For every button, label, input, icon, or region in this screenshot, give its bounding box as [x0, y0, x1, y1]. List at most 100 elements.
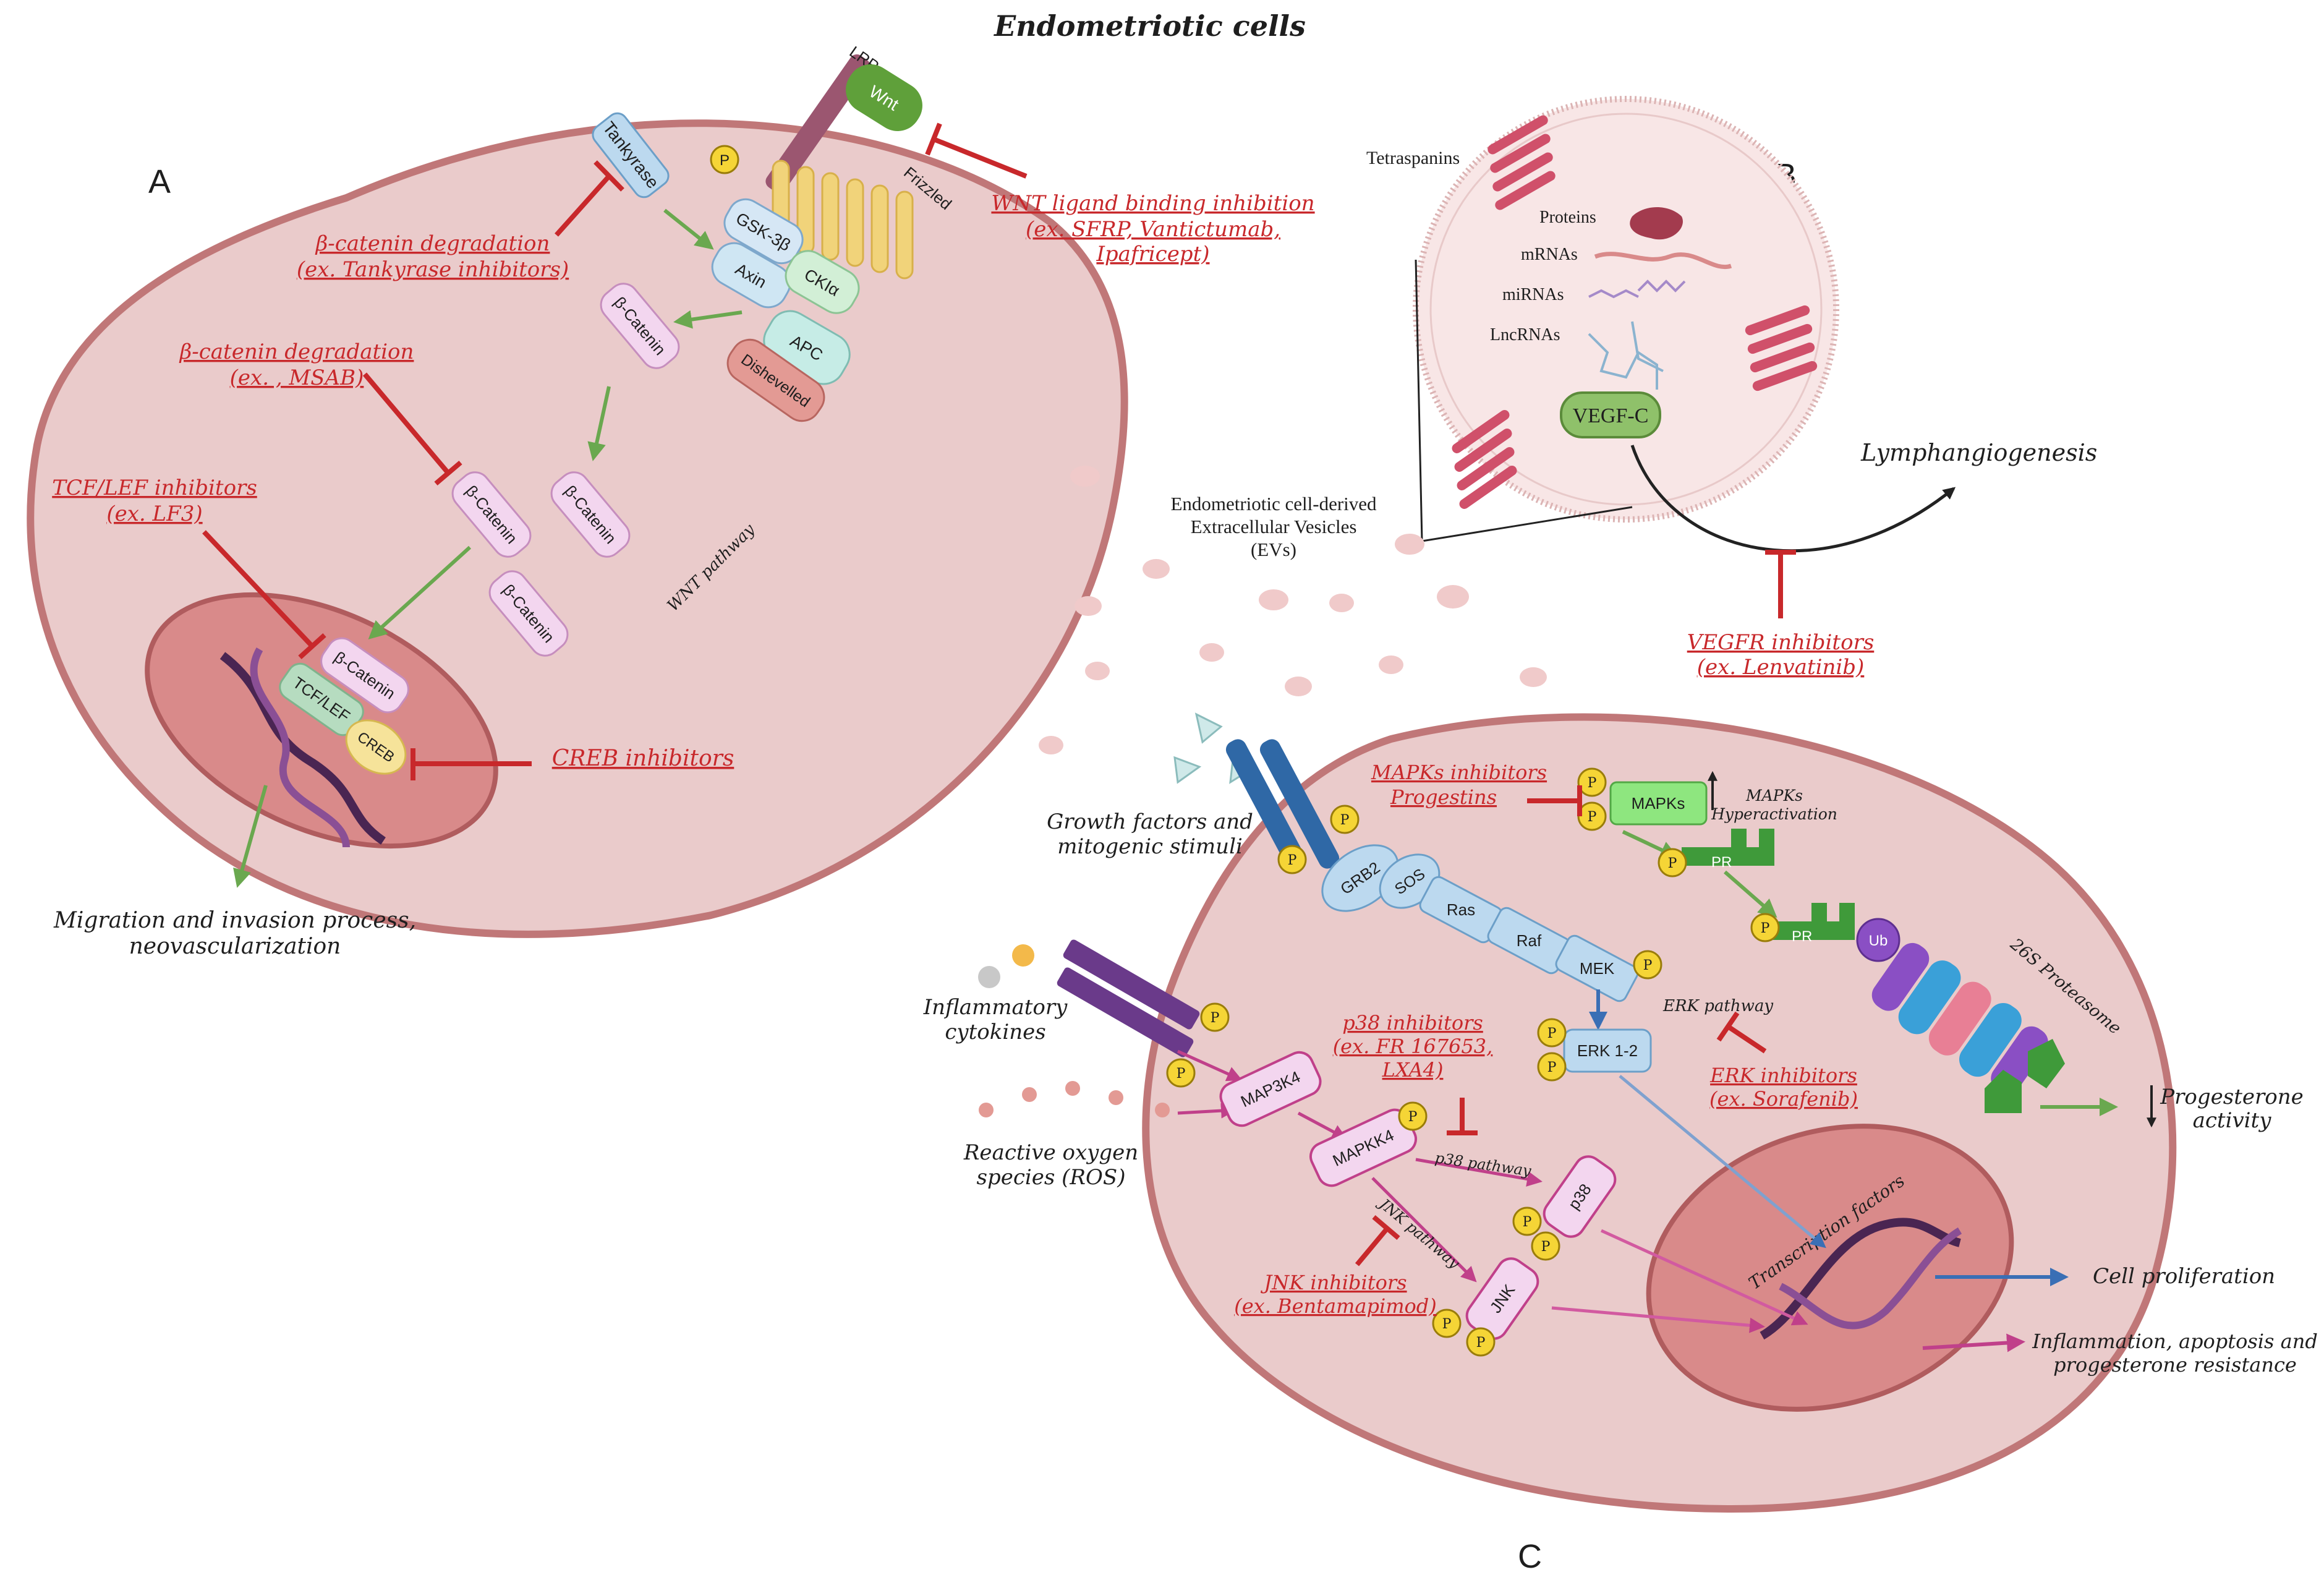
ubiquitin [1856, 918, 1900, 962]
svg-text:P: P [1668, 856, 1677, 871]
arrow-nucleus-to-outcome [233, 785, 268, 888]
beta-catenin-2 [550, 471, 631, 558]
creb-protein [345, 719, 407, 775]
erk-pathway-label: ERK pathway [1662, 997, 1773, 1015]
inhibitor-tcf-lef: TCF/LEF inhibitors (ex. LF3) [52, 476, 326, 659]
wnt-ligand [846, 64, 922, 132]
pr-receptor-2 [1762, 903, 1855, 940]
svg-text:P: P [1523, 1215, 1532, 1230]
cargo-proteins-label: Proteins [1539, 208, 1596, 227]
svg-text:WNT ligand binding inhibition: WNT ligand binding inhibition [991, 191, 1314, 216]
growth-factors-line1: Growth factors and [1047, 809, 1253, 834]
mrna-cargo-icon [1594, 252, 1732, 270]
ev-label-line3: (EVs) [1251, 539, 1296, 560]
beta-catenin-nuclear [320, 637, 409, 714]
svg-text:(ex. Bentamapimod): (ex. Bentamapimod) [1234, 1294, 1437, 1318]
ev-label-line1: Endometriotic cell-derived [1170, 493, 1377, 515]
panel-c: Transcription factors Growth factors and… [923, 712, 2318, 1513]
cytokine-ligand-orange [1012, 944, 1034, 967]
mapks-hyper-line2: Hyperactivation [1711, 805, 1837, 823]
svg-text:P: P [1547, 1026, 1557, 1041]
cytokines-line2: cytokines [945, 1020, 1045, 1044]
arrow-jnk-to-nucleus [1551, 1306, 1765, 1333]
dna-helix-a-strand2 [250, 647, 350, 848]
arrow-catenin-to-nucleus [368, 545, 472, 640]
svg-text:ERK inhibitors: ERK inhibitors [1709, 1064, 1857, 1087]
phospho-badge-labels-c: P P P P P P P P P P P P P P P P [1177, 775, 1770, 1351]
cargo-mirnas-label: miRNAs [1502, 285, 1564, 304]
phospho-badge-lrp-text: P [720, 152, 730, 169]
svg-text:(ex. Tankyrase inhibitors): (ex. Tankyrase inhibitors) [297, 257, 569, 282]
arrow-to-inflammation [1922, 1333, 2025, 1352]
tetraspanin-bottom [1452, 410, 1517, 509]
outcome-a-line1: Migration and invasion process, [53, 908, 416, 933]
inhibitor-vegfr: VEGFR inhibitors (ex. Lenvatinib) [1687, 550, 1874, 680]
svg-text:(ex. Sorafenib): (ex. Sorafenib) [1709, 1087, 1858, 1111]
svg-text:P: P [1177, 1066, 1186, 1082]
svg-text:TCF/LEF inhibitors: TCF/LEF inhibitors [52, 476, 257, 500]
cytokine-ligand-grey [978, 966, 1000, 988]
dna-helix-c-strand2 [1779, 1227, 1962, 1330]
tetraspanin-right [1745, 305, 1818, 391]
vegf-c-label: VEGF-C [1573, 404, 1649, 427]
mek-protein [1555, 934, 1639, 1002]
svg-text:P: P [1541, 1239, 1551, 1255]
ubiquitin-label: Ub [1869, 933, 1888, 949]
p38-protein [1543, 1155, 1617, 1238]
rtk-receptor-right [1259, 739, 1340, 869]
svg-text:P: P [1211, 1010, 1220, 1026]
ros-particles [979, 1081, 1170, 1117]
inflammation-line2: progesterone resistance [2053, 1353, 2297, 1377]
arrow-complex-to-catenin [673, 310, 743, 329]
growth-factor-ligand-2 [1173, 756, 1202, 784]
arrow-cytokine-to-map3k4 [1177, 1049, 1243, 1082]
tankyrase-protein [592, 112, 670, 199]
phospho-badges-c [1166, 767, 1780, 1357]
mirna-cargo-icon [1588, 280, 1686, 299]
ev-label-line2: Extracellular Vesicles [1191, 516, 1357, 537]
inhibitor-tankyrase: β-catenin degradation (ex. Tankyrase inh… [297, 160, 624, 282]
growth-factor-ligand-1 [1194, 712, 1223, 744]
dna-helix-a-strand1 [219, 652, 386, 845]
panel-label-c: C [1518, 1538, 1542, 1575]
mapks-hyper-line1: MAPKs [1745, 787, 1803, 805]
pr-1-label: PR [1711, 854, 1732, 871]
svg-text:CREB inhibitors: CREB inhibitors [552, 746, 734, 771]
axin-protein [711, 242, 791, 309]
svg-text:P: P [1340, 813, 1350, 828]
svg-text:P: P [1643, 958, 1653, 973]
proliferation-label: Cell proliferation [2093, 1264, 2275, 1289]
progesterone-line2: activity [2193, 1108, 2272, 1133]
svg-text:β-catenin degradation: β-catenin degradation [179, 339, 414, 364]
diagram-title: Endometriotic cells [993, 9, 1306, 43]
zoom-line-top [1415, 259, 1423, 542]
inhibitor-wnt-binding: WNT ligand binding inhibition (ex. SFRP,… [925, 122, 1315, 267]
inhibitor-p38: p38 inhibitors (ex. FR 167653, LXA4) [1333, 1011, 1492, 1135]
svg-text:Progestins: Progestins [1390, 785, 1497, 809]
progesterone-line1: Progesterone [2160, 1085, 2303, 1109]
arrow-erk-to-nucleus [1619, 1075, 1826, 1249]
raf-label: Raf [1517, 931, 1542, 950]
svg-text:P: P [1408, 1109, 1418, 1125]
dna-helix-c-strand1 [1760, 1218, 1961, 1340]
arrow-map3k4-to-mapkk4 [1297, 1111, 1348, 1140]
panel-b: Tetraspanins Proteins mRNAs miRNAs LncRN… [1039, 96, 2097, 754]
arrow-ros-to-map3k4 [1177, 1103, 1236, 1119]
pr-receptor-1 [1682, 829, 1774, 866]
svg-text:p38 inhibitors: p38 inhibitors [1342, 1011, 1483, 1035]
svg-text:P: P [1547, 1060, 1557, 1075]
inhibitor-erk: ERK inhibitors (ex. Sorafenib) [1709, 1011, 1858, 1111]
vegf-c-cargo [1560, 391, 1661, 438]
ck1a-protein [785, 250, 860, 314]
inhibitor-creb: CREB inhibitors [411, 746, 734, 780]
svg-text:Ipafricept): Ipafricept) [1096, 242, 1209, 267]
cytokine-receptor-1 [1063, 939, 1200, 1030]
gsk3b-protein [723, 198, 804, 265]
rtk-receptor-left [1225, 739, 1306, 869]
beta-catenin-4 [488, 570, 569, 657]
svg-text:LXA4): LXA4) [1382, 1058, 1444, 1082]
vesicle-inner-membrane [1429, 113, 1823, 506]
svg-text:P: P [1476, 1335, 1486, 1351]
inhibitor-jnk: JNK inhibitors (ex. Bentamapimod) [1234, 1215, 1437, 1318]
pr-fragment-2 [2028, 1039, 2065, 1088]
